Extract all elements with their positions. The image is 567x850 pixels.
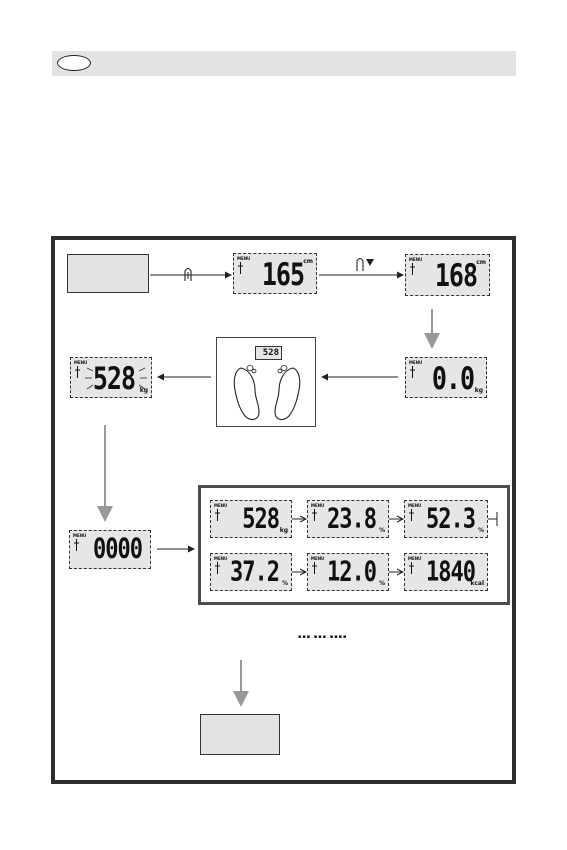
person-icon [215,562,220,574]
lcd-value: 52.3 [426,504,475,535]
lcd-value: 528 [93,360,135,396]
person-icon [75,366,80,378]
lcd-display-height-168: MENU 168 cm [405,254,490,296]
person-icon [215,509,220,521]
lcd-menu-label: MENU [311,504,324,508]
lcd-unit: % [379,580,385,587]
lcd-value: 23.8 [327,504,376,535]
person-icon [74,539,79,551]
scale-with-feet-illustration: 528 [216,337,316,427]
result-calories: MENU 1840 kcal [404,553,488,591]
result-bone: MENU 12.0 % [307,553,389,591]
lcd-unit: kg [280,527,288,534]
lcd-menu-label: MENU [408,504,421,508]
lcd-menu-label: MENU [311,557,324,561]
result-body-water: MENU 52.3 % [404,500,488,538]
person-icon [312,562,317,574]
person-icon [410,263,415,275]
lcd-menu-label: MENU [409,258,422,262]
lcd-menu-label: MENU [409,361,422,365]
lcd-display-analysis: MENU 0000 [69,530,151,569]
person-icon [409,562,414,574]
lcd-unit: % [282,580,288,587]
lcd-unit: cm [476,259,486,266]
person-icon [238,262,243,274]
lcd-display-height-165: MENU 165 cm [233,253,317,294]
lcd-menu-label: MENU [408,557,421,561]
end-step-box [200,714,280,755]
person-icon [410,366,415,378]
section-header-bar [52,51,516,76]
feet-icon [229,362,305,424]
lcd-value: 37.2 [230,557,279,588]
lcd-value: 0000 [93,534,142,565]
result-muscle: MENU 37.2 % [210,553,292,591]
lcd-unit: % [379,527,385,534]
scale-mini-value: 528 [263,348,279,358]
person-icon [312,509,317,521]
lcd-menu-label: MENU [214,557,227,561]
lcd-display-zero: MENU 0.0 kg [405,357,487,398]
language-badge [57,55,91,71]
lcd-value: 0.0 [432,360,474,396]
lcd-unit: kg [140,387,148,394]
lcd-menu-label: MENU [73,534,86,538]
lcd-menu-label: MENU [214,504,227,508]
result-body-fat: MENU 23.8 % [307,500,389,538]
lcd-unit: cm [303,258,313,265]
lcd-value: 1840 [426,557,475,588]
result-weight: MENU 528 kg [210,500,292,538]
lcd-unit: % [478,527,484,534]
lcd-value: 12.0 [327,557,376,588]
lcd-value: 528 [242,504,279,535]
person-icon [409,509,414,521]
lcd-display-weight-flashing: MENU 528 kg [70,357,152,398]
lcd-menu-label: MENU [237,257,250,261]
lcd-unit: kcal [470,580,484,587]
start-step-box [67,254,149,293]
lcd-value: 168 [435,257,477,293]
scale-mini-display: 528 [255,346,282,360]
status-indicator-dots: ▪▪▪ ▪▪▪ ▪▪▪▪ [298,634,347,640]
lcd-value: 165 [262,256,304,292]
lcd-unit: kg [475,387,483,394]
